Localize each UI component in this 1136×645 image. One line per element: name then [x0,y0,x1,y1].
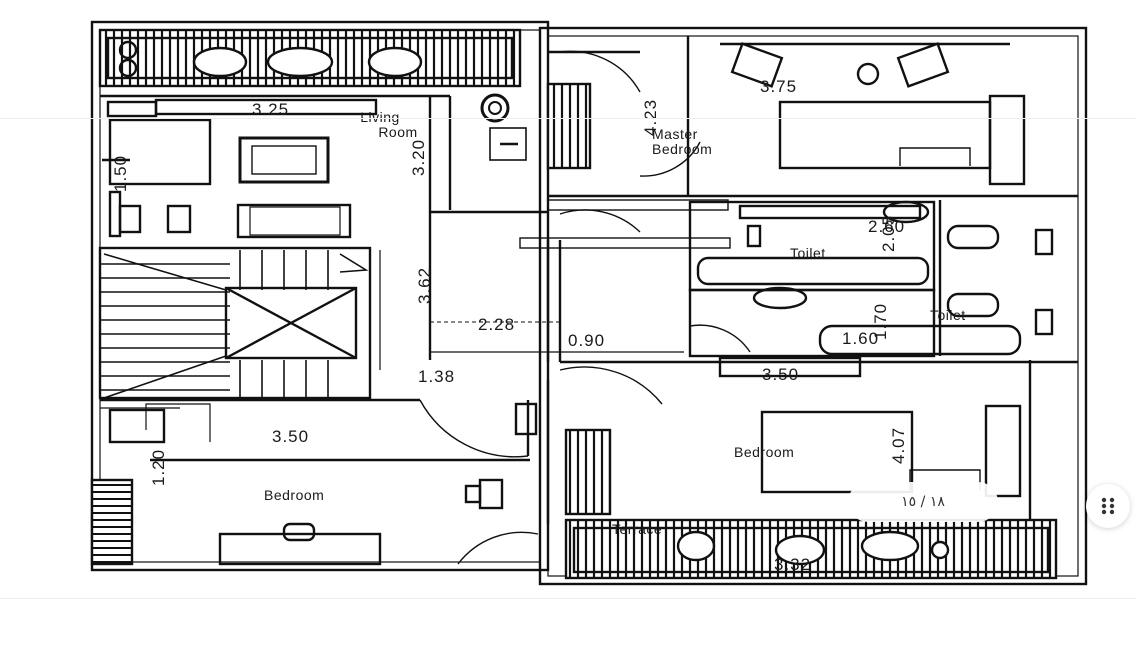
bedroom-right-label: Bedroom [734,444,794,460]
master-bedroom-label-1: Master [652,126,698,142]
master-bedroom-label-2: Bedroom [652,141,712,157]
living-room-label-2: Room [378,124,417,140]
dim-corridor-width: 2.28 [478,315,515,334]
page-indicator-text: ١٨ / ١٥ [901,494,945,510]
more-options-button[interactable] [1086,484,1130,528]
dim-landing: 1.38 [418,367,455,386]
divider [0,118,1136,119]
terrace-label: Terrace [612,521,662,537]
outer-wall-right [538,26,1088,586]
dim-master-height: 4.23 [641,99,660,136]
dim-living-height: 3.20 [409,139,428,176]
dim-living-side: 1.50 [111,155,130,192]
dim-toilet-width: 2.60 [868,217,905,236]
dim-toilet2-height: 1.70 [871,303,890,340]
living-room-label-1: Living [360,109,400,125]
dim-stair-height: 3.62 [415,267,434,304]
dim-living-width: 3.25 [252,100,289,119]
toilet-1-label: Toilet [790,245,826,261]
staircase [98,246,372,400]
grid-dots-icon [1101,497,1115,515]
dim-bedroom-right-height: 4.07 [889,427,908,464]
dim-bedroom-left-width: 3.50 [272,427,309,446]
page-indicator: ١٨ / ١٥ [848,482,998,522]
dim-master-width: 3.75 [760,77,797,96]
divider [0,598,1136,599]
dim-toilet2-width: 1.60 [842,329,879,348]
toilet-2-room [688,288,936,358]
bedroom-left-label: Bedroom [264,487,324,503]
dim-bedroom-left-side: 1.20 [149,449,168,486]
dim-bedroom-right-width: 3.50 [762,365,799,384]
dim-toilet-height: 2.05 [879,215,898,252]
dim-terrace-width: 3.32 [774,555,811,574]
toilet-2-label: Toilet [930,307,966,323]
dim-corridor-small: 0.90 [568,331,605,350]
